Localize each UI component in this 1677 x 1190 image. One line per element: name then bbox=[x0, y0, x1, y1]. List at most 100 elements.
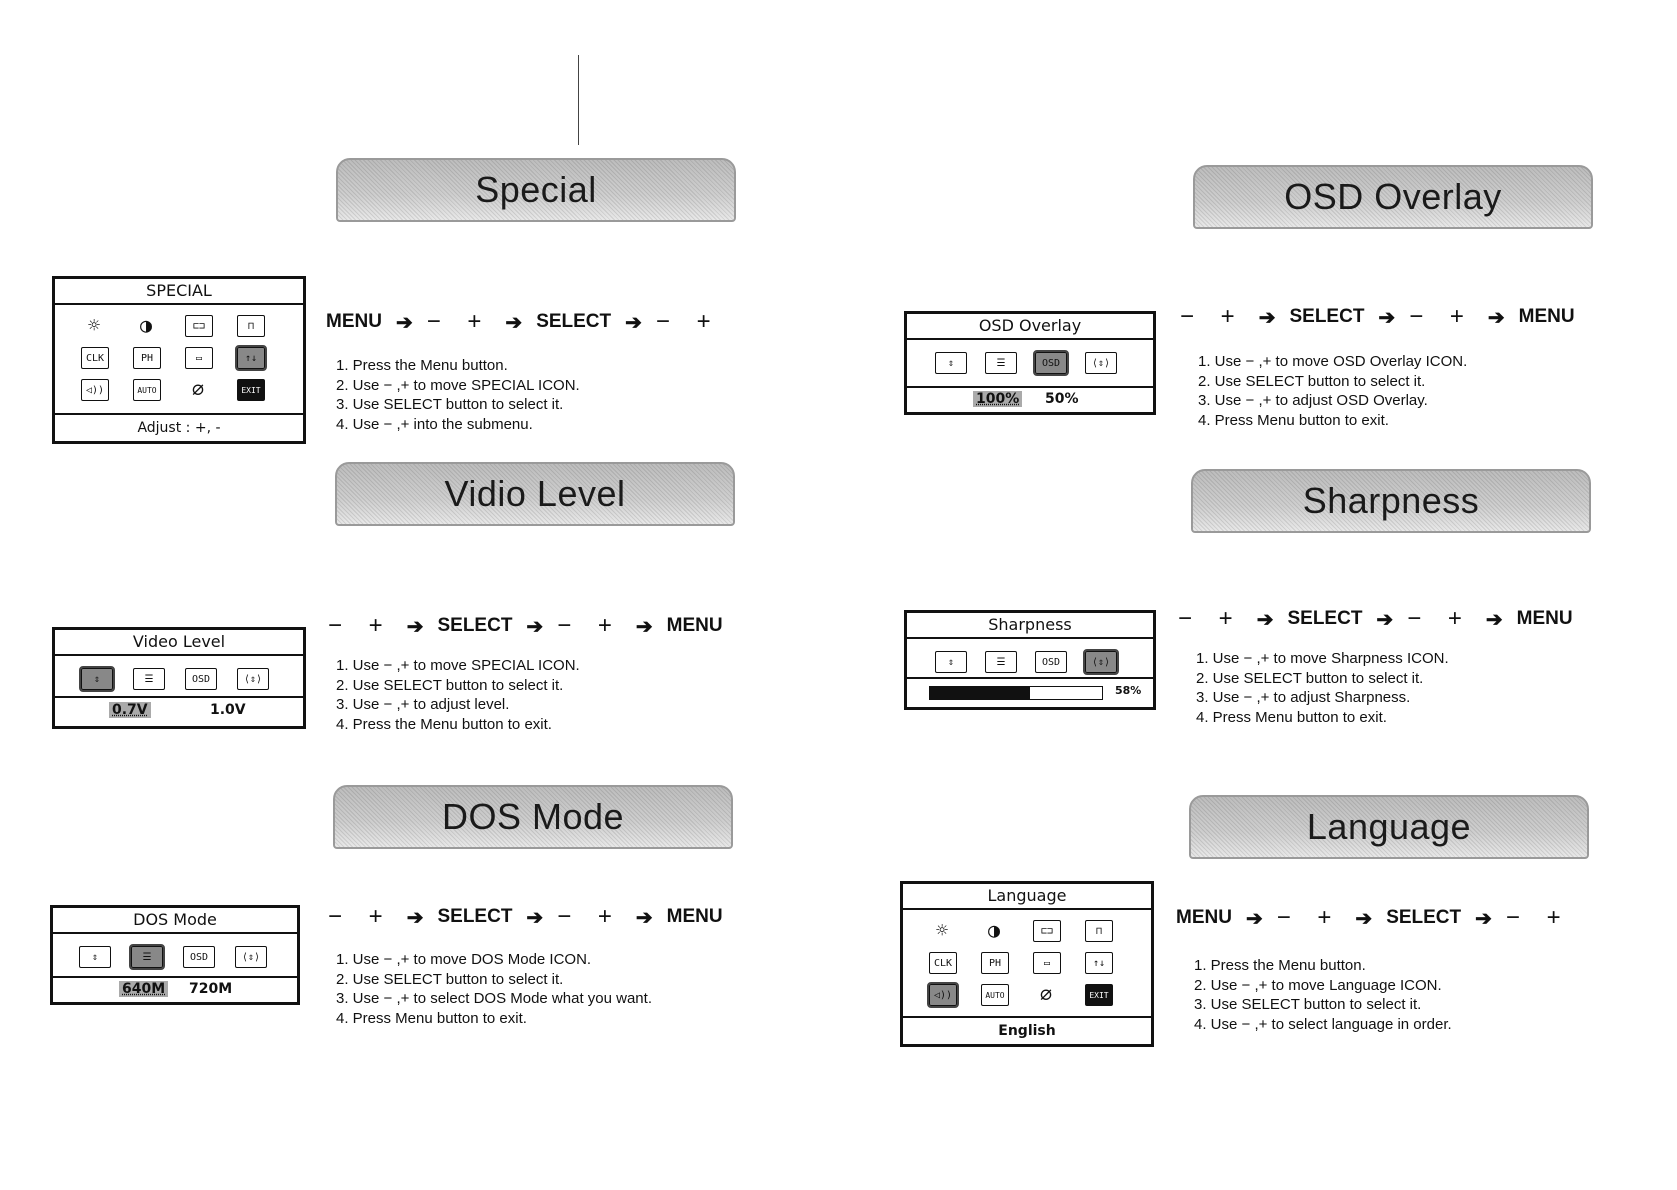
instruction-step: 1. Press the Menu button. bbox=[1194, 957, 1366, 974]
video-level-banner: Vidio Level bbox=[335, 462, 735, 526]
special-osd-title: SPECIAL bbox=[55, 279, 303, 305]
flow-minus-plus: − + bbox=[1178, 605, 1243, 632]
video-level-osd-menu: Video Level ⇕☰OSD⟨⇕⟩ 0.7V 1.0V bbox=[52, 627, 306, 729]
instruction-step: 3. Use − ,+ to adjust Sharpness. bbox=[1196, 689, 1411, 706]
dos-mode-icon: ☰ bbox=[985, 651, 1017, 673]
sharpness-level-bar bbox=[929, 686, 1103, 700]
osd-overlay-steps: 1. Use − ,+ to move OSD Overlay ICON. 2. … bbox=[1198, 352, 1467, 430]
instruction-step: 4. Press Menu button to exit. bbox=[1198, 411, 1389, 429]
special-banner-title: Special bbox=[475, 169, 597, 210]
audio-icon: ◁)) bbox=[81, 379, 109, 401]
instruction-step: 1. Use − ,+ to move DOS Mode ICON. bbox=[336, 951, 592, 968]
osd-overlay-banner-title: OSD Overlay bbox=[1284, 176, 1502, 217]
instruction-step: 2. Use SELECT button to select it. bbox=[336, 676, 564, 694]
h-size-icon: ⊏⊐ bbox=[185, 315, 213, 337]
screen-icon: ▭ bbox=[1033, 952, 1061, 974]
osd-overlay-values: 100% 50% bbox=[907, 386, 1153, 408]
exit-icon: EXIT bbox=[1085, 984, 1113, 1006]
flow-arrow-icon: ➔ bbox=[1378, 306, 1396, 329]
video-level-flow: − +➔SELECT➔− +➔MENU bbox=[328, 612, 723, 640]
video-level-icon: ⇕ bbox=[79, 946, 111, 968]
video-level-icon-row: ⇕☰OSD⟨⇕⟩ bbox=[55, 662, 303, 698]
flow-minus-plus: − + bbox=[328, 903, 393, 930]
brightness-icon: ☼ bbox=[87, 313, 101, 337]
dos-mode-osd-menu: DOS Mode ⇕☰OSD⟨⇕⟩ 640M 720M bbox=[50, 905, 300, 1005]
video-level-steps: 1. Use − ,+ to move SPECIAL ICON. 2. Use … bbox=[336, 656, 580, 734]
video-level-osd-title: Video Level bbox=[55, 630, 303, 656]
flow-minus-plus: − + bbox=[1505, 904, 1571, 931]
special-flow: MENU➔− +➔SELECT➔− + bbox=[326, 308, 721, 336]
special-icon: ↑↓ bbox=[1085, 952, 1113, 974]
special-osd-footer: Adjust : +, - bbox=[55, 413, 303, 441]
osd-overlay-icon-row: ⇕☰OSD⟨⇕⟩ bbox=[907, 346, 1153, 382]
flow-step-label: SELECT bbox=[437, 615, 513, 636]
flow-arrow-icon: ➔ bbox=[505, 311, 523, 334]
video-level-value-selected: 0.7V bbox=[109, 702, 151, 718]
v-size-icon: ⊓ bbox=[1085, 920, 1113, 942]
language-banner-title: Language bbox=[1306, 806, 1472, 847]
dos-mode-value-selected: 640M bbox=[119, 981, 169, 997]
instruction-step: 2. Use SELECT button to select it. bbox=[1198, 372, 1426, 390]
flow-arrow-icon: ➔ bbox=[1475, 907, 1492, 930]
osd-icon: OSD bbox=[1035, 651, 1067, 673]
dos-mode-banner: DOS Mode bbox=[333, 785, 733, 849]
flow-step-label: MENU bbox=[666, 615, 723, 636]
dos-mode-icon-row: ⇕ ☰ OSD ⟨⇕⟩ bbox=[53, 940, 297, 976]
contrast-icon: ◑ bbox=[139, 313, 153, 337]
flow-step-label: SELECT bbox=[1287, 608, 1363, 629]
flow-minus-plus: − + bbox=[1180, 303, 1245, 330]
flow-minus-plus: − + bbox=[426, 308, 492, 335]
language-banner: Language bbox=[1189, 795, 1589, 859]
sharpness-osd-menu: Sharpness ⇕☰OSD⟨⇕⟩ 58% bbox=[904, 610, 1156, 710]
osd-overlay-osd-menu: OSD Overlay ⇕☰OSD⟨⇕⟩ 100% 50% bbox=[904, 311, 1156, 415]
dos-mode-icon: ☰ bbox=[985, 352, 1017, 374]
sharpness-banner-title: Sharpness bbox=[1302, 480, 1480, 521]
dos-mode-icon: ☰ bbox=[129, 944, 165, 970]
phase-icon: PH bbox=[981, 952, 1009, 974]
instruction-step: 4. Press Menu button to exit. bbox=[336, 1009, 527, 1027]
phase-icon: PH bbox=[133, 347, 161, 369]
v-size-icon: ⊓ bbox=[237, 315, 265, 337]
special-banner: Special bbox=[336, 158, 736, 222]
brightness-icon: ☼ bbox=[935, 918, 949, 942]
dos-mode-osd-title: DOS Mode bbox=[53, 908, 297, 934]
flow-step-label: MENU bbox=[666, 906, 723, 927]
language-flow: MENU➔− +➔SELECT➔− + bbox=[1176, 904, 1571, 932]
flow-arrow-icon: ➔ bbox=[1355, 907, 1373, 930]
flow-arrow-icon: ➔ bbox=[395, 311, 413, 334]
flow-step-label: SELECT bbox=[437, 906, 513, 927]
osd-overlay-banner: OSD Overlay bbox=[1193, 165, 1593, 229]
flow-arrow-icon: ➔ bbox=[1376, 608, 1394, 631]
language-osd-footer: English bbox=[903, 1016, 1151, 1044]
sharpness-icon-row: ⇕☰OSD⟨⇕⟩ bbox=[907, 645, 1153, 681]
flow-minus-plus: − + bbox=[655, 308, 721, 335]
dos-mode-banner-title: DOS Mode bbox=[441, 796, 625, 837]
instruction-step: 1. Press the Menu button. bbox=[336, 357, 508, 374]
h-size-icon: ⊏⊐ bbox=[1033, 920, 1061, 942]
instruction-step: 4. Use − ,+ to select language in order. bbox=[1194, 1015, 1452, 1033]
sharpness-icon: ⟨⇕⟩ bbox=[1085, 352, 1117, 374]
exit-icon: EXIT bbox=[237, 379, 265, 401]
sharpness-icon: ⟨⇕⟩ bbox=[235, 946, 267, 968]
audio-icon: ◁)) bbox=[927, 982, 959, 1008]
instruction-step: 3. Use SELECT button to select it. bbox=[336, 396, 564, 413]
sharpness-icon: ⟨⇕⟩ bbox=[1083, 649, 1119, 675]
center-divider-line bbox=[578, 55, 579, 145]
flow-arrow-icon: ➔ bbox=[526, 615, 544, 638]
clock-icon: CLK bbox=[929, 952, 957, 974]
osd-overlay-flow: − +➔SELECT➔− +➔MENU bbox=[1180, 303, 1575, 331]
osd-overlay-osd-title: OSD Overlay bbox=[907, 314, 1153, 340]
video-level-values: 0.7V 1.0V bbox=[55, 696, 303, 720]
instruction-step: 1. Use − ,+ to move SPECIAL ICON. bbox=[336, 657, 580, 674]
video-level-icon: ⇕ bbox=[79, 666, 115, 692]
osd-overlay-value-selected: 100% bbox=[973, 391, 1023, 407]
contrast-icon: ◑ bbox=[987, 918, 1001, 942]
flow-arrow-icon: ➔ bbox=[1487, 306, 1505, 329]
osd-icon: OSD bbox=[183, 946, 215, 968]
instruction-step: 1. Use − ,+ to move OSD Overlay ICON. bbox=[1198, 353, 1468, 370]
language-steps: 1. Press the Menu button.2. Use − ,+ to … bbox=[1194, 956, 1452, 1034]
video-level-icon: ⇕ bbox=[935, 352, 967, 374]
flow-step-label: SELECT bbox=[536, 311, 612, 332]
